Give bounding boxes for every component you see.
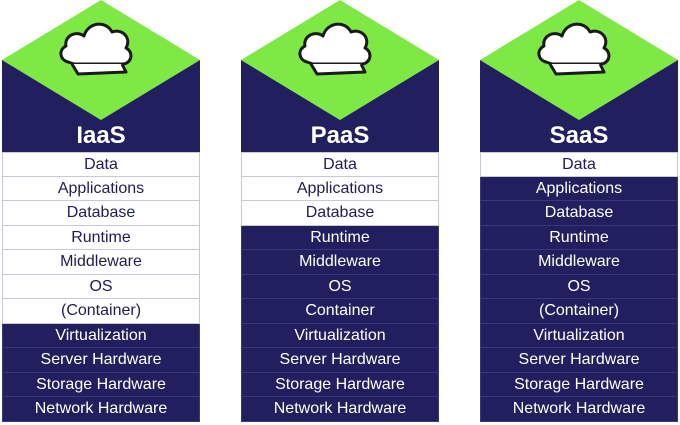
layer-row: Middleware [2,250,200,275]
layer-row: Database [241,201,439,226]
layer-row: Runtime [480,225,678,250]
layer-row: Runtime [2,225,200,250]
layer-row: Database [480,201,678,226]
layer-row: Storage Hardware [241,372,439,397]
iaas-cloud-block [2,0,200,152]
layer-row: Data [241,152,439,177]
layer-row: Server Hardware [2,348,200,373]
saas-title: SaaS [549,122,609,149]
layer-row: Applications [2,176,200,201]
saas-cloud-block [480,0,678,152]
layer-row: Virtualization [480,323,678,348]
layer-row: Applications [480,176,678,201]
layer-row: OS [2,274,200,299]
layer-row: Network Hardware [2,397,200,422]
iaas-title: IaaS [76,122,126,149]
layer-row: Container [241,299,439,324]
layer-row: Server Hardware [241,348,439,373]
layer-row: Server Hardware [480,348,678,373]
layer-row: (Container) [480,299,678,324]
layer-row: Data [480,152,678,177]
cloud-icon [537,22,611,76]
layer-row: (Container) [2,299,200,324]
layer-row: Virtualization [2,323,200,348]
layer-row: Data [2,152,200,177]
layer-row: Runtime [241,225,439,250]
layer-row: Database [2,201,200,226]
layer-row: Applications [241,176,439,201]
layer-row: Network Hardware [480,397,678,422]
layer-row: OS [241,274,439,299]
layer-row: Middleware [241,250,439,275]
layer-row: Storage Hardware [2,372,200,397]
layer-row: Middleware [480,250,678,275]
layer-row: OS [480,274,678,299]
layer-row: Virtualization [241,323,439,348]
paas-cloud-block [241,0,439,152]
layer-row: Storage Hardware [480,372,678,397]
layer-row: Network Hardware [241,397,439,422]
paas-title: PaaS [310,122,370,149]
cloud-icon [59,22,133,76]
cloud-icon [298,22,372,76]
